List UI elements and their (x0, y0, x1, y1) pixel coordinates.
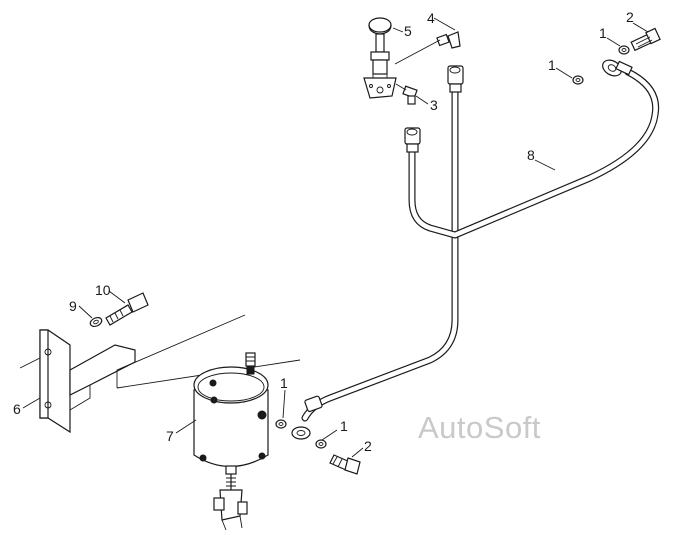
callout-leaders (22, 17, 649, 458)
mounting-bracket (39, 329, 136, 434)
callout-7: 7 (166, 428, 174, 444)
elbow-fitting-4 (436, 31, 461, 49)
tube-assembly (301, 68, 660, 422)
callout-1-upper: 1 (599, 25, 607, 41)
washer-lower-right (315, 439, 327, 449)
callout-8: 8 (527, 147, 535, 163)
bolt-10 (105, 292, 149, 326)
callout-3: 3 (430, 97, 438, 113)
washer-middle-right (572, 75, 584, 85)
callout-5: 5 (404, 23, 412, 39)
callout-4: 4 (427, 10, 435, 26)
callout-1-right: 1 (548, 57, 556, 73)
washer-tank (275, 419, 287, 429)
callout-1-lower: 1 (340, 418, 348, 434)
washer-9 (89, 316, 103, 328)
fitting-3 (402, 85, 418, 105)
eye-fitting-right (602, 59, 633, 77)
washer-upper-right (618, 45, 630, 55)
tube-nut-lower (404, 127, 421, 153)
air-tank (193, 352, 269, 490)
banjo-bolt-lower (329, 454, 361, 475)
watermark: AutoSoft (418, 410, 541, 445)
eye-fitting-tank (291, 395, 323, 440)
hand-valve (363, 17, 397, 99)
callout-10: 10 (95, 282, 111, 298)
callout-2-upper: 2 (626, 9, 634, 25)
callout-9: 9 (69, 298, 77, 314)
callout-6: 6 (13, 401, 21, 417)
callout-2-lower: 2 (364, 438, 372, 454)
tube-nut-upper (447, 65, 464, 93)
callout-1-tank: 1 (280, 375, 288, 391)
banjo-bolt-upper (630, 27, 661, 52)
drain-valve (213, 477, 248, 531)
